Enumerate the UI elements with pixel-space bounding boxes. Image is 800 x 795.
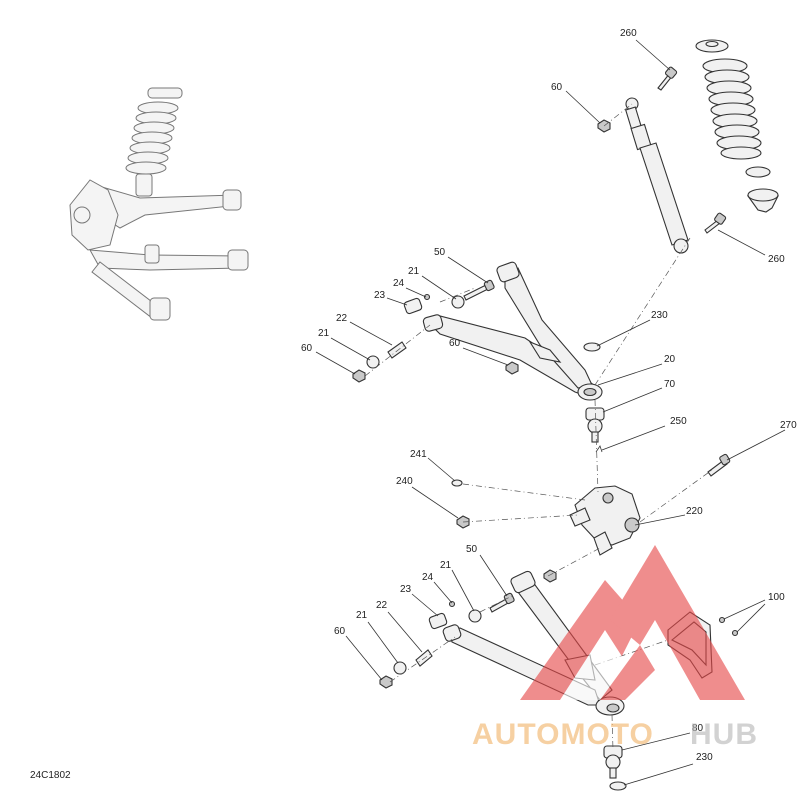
diagram-code: 24C1802 <box>30 770 71 781</box>
callout-21-upper-a: 21 <box>408 266 420 277</box>
overview-coil-spring <box>125 87 183 197</box>
knuckle-stud <box>707 453 731 477</box>
callout-50-upper: 50 <box>434 247 446 258</box>
callout-23-lower: 23 <box>400 584 412 595</box>
shock-lower-bolt <box>704 212 727 234</box>
cotter-pin <box>595 445 603 453</box>
callout-labels: 260 60 260 50 21 24 23 22 21 60 60 230 2… <box>301 28 797 763</box>
callout-241: 241 <box>410 449 427 460</box>
callout-24-lower: 24 <box>422 572 434 583</box>
lower-arm-hardware <box>379 569 557 689</box>
overview-knuckle <box>69 179 119 251</box>
steering-knuckle <box>569 485 641 556</box>
callout-22-upper: 22 <box>336 313 348 324</box>
callout-60-top: 60 <box>551 82 563 93</box>
lower-retaining-ring <box>609 781 627 791</box>
shock-upper-bolt <box>657 66 678 91</box>
callout-230-upper: 230 <box>651 310 668 321</box>
callout-80: 80 <box>692 723 704 734</box>
callout-250: 250 <box>670 416 687 427</box>
overview-lower-arm <box>89 249 241 271</box>
callout-21-upper-b: 21 <box>318 328 330 339</box>
watermark-text: AUTOMOTO HUB <box>472 718 758 751</box>
leader-lines <box>315 39 786 786</box>
callout-70: 70 <box>664 379 676 390</box>
callout-20: 20 <box>664 354 676 365</box>
upper-a-arm <box>422 261 603 401</box>
callout-24-upper: 24 <box>393 278 405 289</box>
upper-ball-joint <box>585 407 605 443</box>
callout-60-upper-b: 60 <box>449 338 461 349</box>
coil-spring <box>695 39 779 213</box>
watermark: AUTOMOTO HUB <box>472 545 758 751</box>
alignment-lines <box>364 103 713 751</box>
callout-50-lower: 50 <box>466 544 478 555</box>
callout-270: 270 <box>780 420 797 431</box>
watermark-text-part1: AUTOMOTO <box>472 718 654 751</box>
callout-21-lower-b: 21 <box>356 610 368 621</box>
callout-21-lower-a: 21 <box>440 560 452 571</box>
lower-ball-joint <box>603 745 623 779</box>
upper-retaining-ring <box>583 342 601 352</box>
callout-260-shock: 260 <box>768 254 785 265</box>
callout-60-lower: 60 <box>334 626 346 637</box>
callout-220: 220 <box>686 506 703 517</box>
callout-100: 100 <box>768 592 785 603</box>
callout-60-upper-a: 60 <box>301 343 313 354</box>
watermark-text-part2: HUB <box>690 718 758 751</box>
callout-240: 240 <box>396 476 413 487</box>
shock-absorber <box>625 97 689 254</box>
callout-230-lower: 230 <box>696 752 713 763</box>
watermark-logo <box>520 545 745 700</box>
callout-22-lower: 22 <box>376 600 388 611</box>
overview-assembly <box>69 87 249 321</box>
washer <box>451 479 463 487</box>
callout-260-top: 260 <box>620 28 637 39</box>
callout-23-upper: 23 <box>374 290 386 301</box>
